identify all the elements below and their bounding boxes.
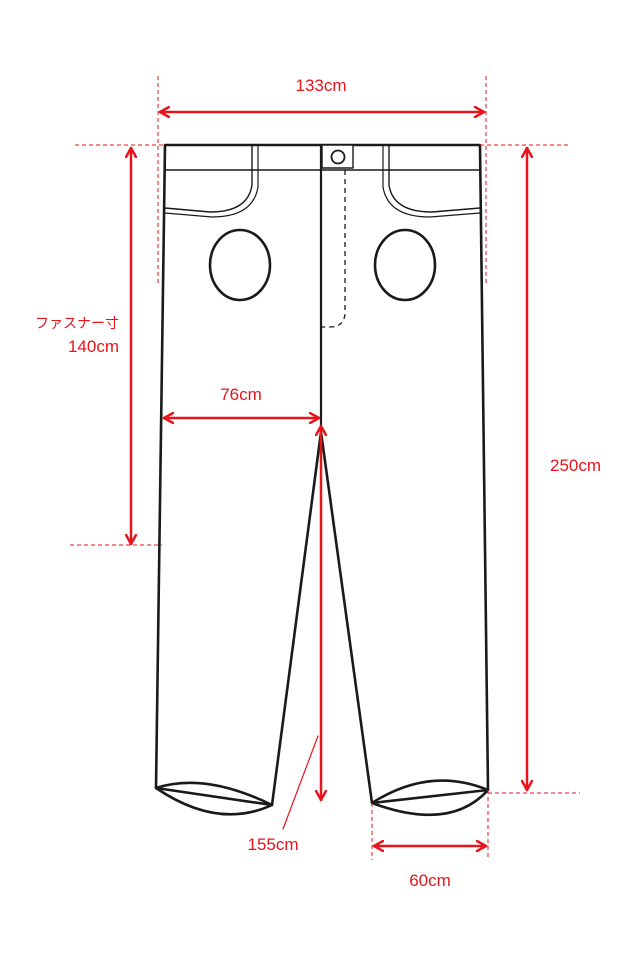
right-front-pocket-stitch xyxy=(382,145,481,218)
inseam-leader-line xyxy=(282,735,319,830)
left-hem-opening xyxy=(154,781,274,816)
right-knee-patch xyxy=(373,228,437,302)
left-front-pocket-stitch xyxy=(164,145,259,218)
hem-width-label: 60cm xyxy=(409,871,451,890)
left-front-pocket xyxy=(164,145,253,213)
button xyxy=(330,149,346,165)
inseam-label: 155cm xyxy=(247,835,299,854)
total-length-label: 250cm xyxy=(550,456,602,475)
waist-width-label: 133cm xyxy=(295,76,347,95)
thigh-width-label: 76cm xyxy=(220,385,262,404)
pants-outline xyxy=(154,143,490,817)
button-tab xyxy=(321,144,354,169)
pants-body xyxy=(154,143,490,807)
fly-stitch-dashed xyxy=(321,170,346,328)
measure-arrows xyxy=(131,112,527,846)
zipper-label: ファスナー寸 xyxy=(35,315,119,331)
left-knee-patch xyxy=(208,228,272,302)
right-front-pocket xyxy=(388,145,481,213)
guide-lines xyxy=(70,76,580,860)
zipper-length-label: 140cm xyxy=(67,337,119,356)
